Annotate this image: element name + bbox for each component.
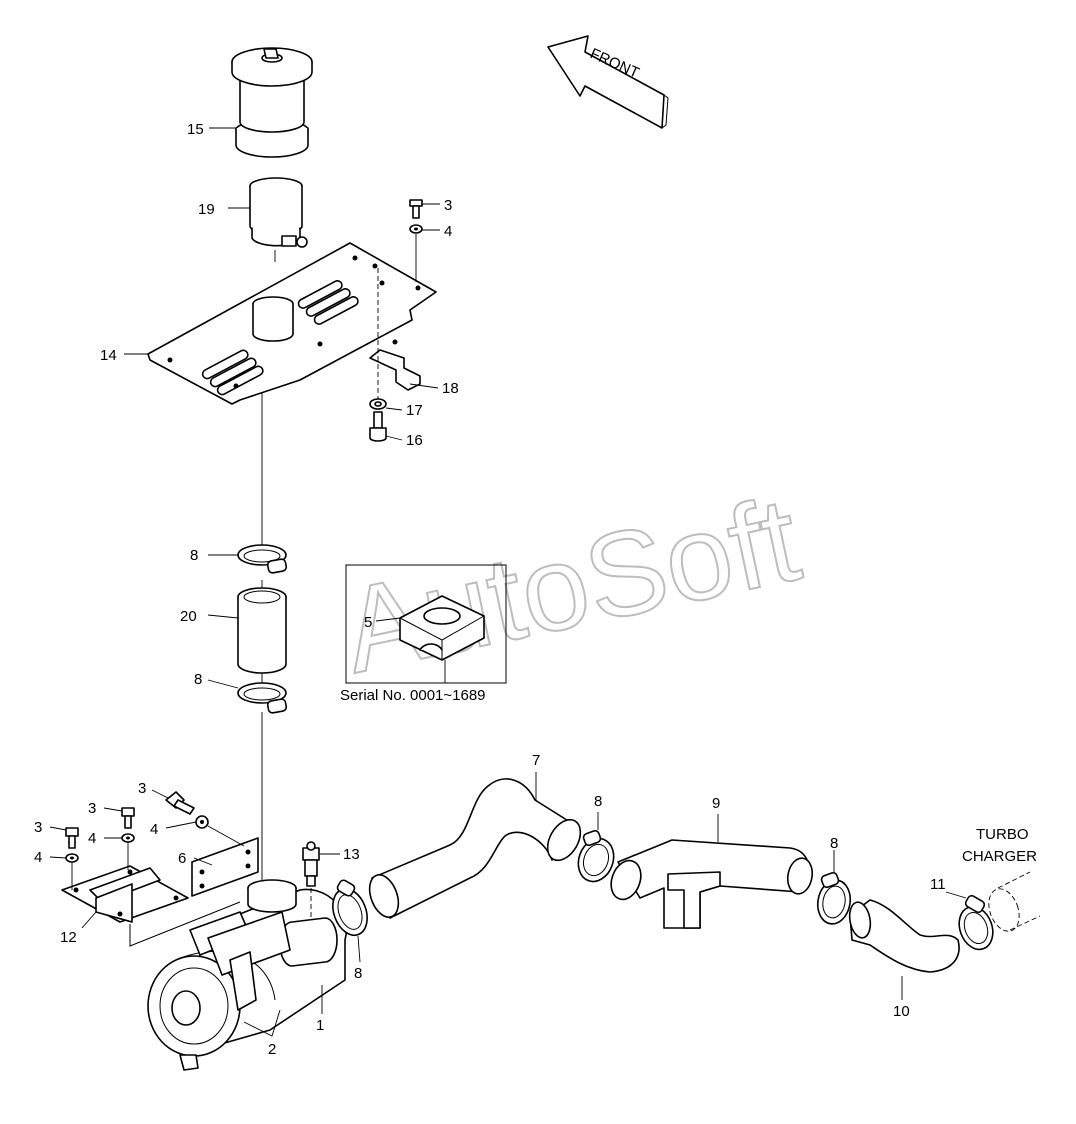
washer-17 bbox=[369, 398, 403, 411]
label-part-7: 7 bbox=[532, 752, 540, 769]
turbo-label-line1: TURBO bbox=[976, 826, 1029, 843]
hose-clamp-8-cleaner bbox=[332, 879, 368, 963]
intake-pipe-9 bbox=[610, 814, 814, 929]
label-part-8-e: 8 bbox=[354, 965, 362, 982]
label-part-14: 14 bbox=[100, 347, 117, 364]
label-part-10: 10 bbox=[893, 1003, 910, 1020]
label-part-15: 15 bbox=[187, 121, 204, 138]
label-part-8-a: 8 bbox=[190, 547, 198, 564]
serial-note: Serial No. 0001~1689 bbox=[340, 687, 486, 704]
label-part-2: 2 bbox=[268, 1041, 276, 1058]
hose-clamp-11 bbox=[945, 891, 994, 951]
label-part-13: 13 bbox=[343, 846, 360, 863]
part-labels: 1 2 3 3 3 3 4 4 4 4 5 6 7 8 8 8 8 8 9 10… bbox=[34, 121, 1037, 1058]
label-part-16: 16 bbox=[406, 432, 423, 449]
label-part-12: 12 bbox=[60, 929, 77, 946]
turbo-label-line2: CHARGER bbox=[962, 848, 1037, 865]
label-part-4-left: 4 bbox=[34, 849, 42, 866]
top-cover-plate bbox=[124, 242, 437, 405]
washer-4-right bbox=[165, 815, 245, 847]
bolt-3-mid bbox=[103, 807, 135, 829]
hose-clamp-8-upper bbox=[208, 544, 288, 574]
bolt-3-right bbox=[151, 789, 195, 815]
bracket-18 bbox=[369, 268, 439, 400]
bolt-16 bbox=[369, 411, 403, 442]
watermark: AutoSoft bbox=[332, 472, 810, 699]
bands-2 bbox=[243, 1009, 281, 1037]
air-cleaner-body bbox=[147, 879, 348, 1071]
bracket-6 bbox=[191, 837, 259, 897]
washer-4-left bbox=[49, 853, 79, 890]
hose-clamp-8-lower-right bbox=[816, 850, 852, 925]
washer-4-top bbox=[409, 224, 440, 282]
rubber-hose-20 bbox=[207, 587, 287, 674]
label-part-20: 20 bbox=[180, 608, 197, 625]
label-part-8-b: 8 bbox=[194, 671, 202, 688]
label-part-3-left: 3 bbox=[34, 819, 42, 836]
label-part-5: 5 bbox=[364, 614, 372, 631]
label-part-8-c: 8 bbox=[594, 793, 602, 810]
label-part-1: 1 bbox=[316, 1017, 324, 1034]
hose-clamp-8-lower bbox=[207, 679, 288, 714]
restriction-indicator-13 bbox=[302, 841, 340, 920]
label-part-9: 9 bbox=[712, 795, 720, 812]
label-part-6: 6 bbox=[178, 850, 186, 867]
intake-hose-7 bbox=[368, 772, 582, 919]
turbo-charger-inlet bbox=[988, 871, 1041, 932]
front-arrow: FRONT bbox=[547, 35, 669, 129]
label-part-4-top: 4 bbox=[444, 223, 452, 240]
hose-clamp-8-upper-right bbox=[577, 812, 615, 883]
precleaner-cap bbox=[209, 47, 313, 158]
mounting-bracket-12 bbox=[61, 865, 241, 947]
label-part-18: 18 bbox=[442, 380, 459, 397]
elbow-hose-10 bbox=[848, 899, 960, 1000]
label-part-3-top: 3 bbox=[444, 197, 452, 214]
label-part-3-right: 3 bbox=[138, 780, 146, 797]
label-part-4-mid: 4 bbox=[88, 830, 96, 847]
label-part-17: 17 bbox=[406, 402, 423, 419]
adapter-sleeve bbox=[228, 177, 308, 262]
label-part-4-right: 4 bbox=[150, 821, 158, 838]
washer-4-mid bbox=[104, 833, 135, 870]
label-part-11: 11 bbox=[930, 876, 946, 893]
bolt-3-top bbox=[409, 199, 440, 219]
bolt-3-left bbox=[49, 826, 79, 849]
serial-inset bbox=[345, 564, 507, 684]
label-part-8-d: 8 bbox=[830, 835, 838, 852]
label-part-19: 19 bbox=[198, 201, 215, 218]
label-part-3-mid: 3 bbox=[88, 800, 96, 817]
